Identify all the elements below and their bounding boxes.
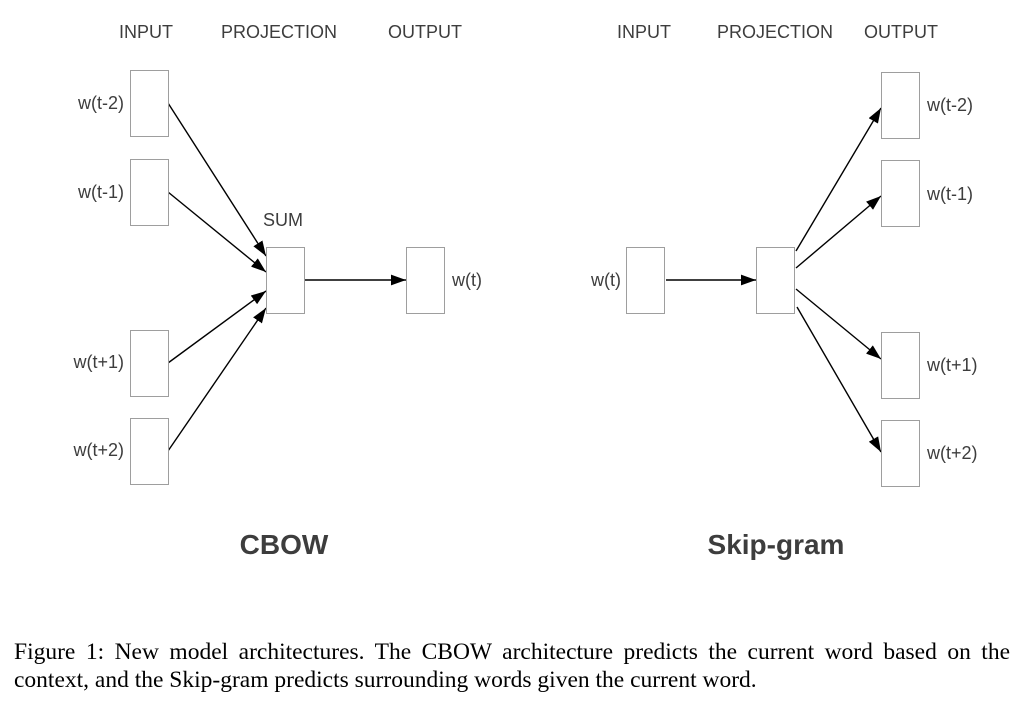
cbow-input-label-wt-1: w(t-1) [78, 182, 124, 202]
cbow-input-box-wt-1 [130, 159, 169, 226]
cbow-projection-box [266, 247, 305, 314]
skipgram-output-box-wt-1 [881, 160, 920, 227]
figure-caption: Figure 1: New model architectures. The C… [14, 638, 1010, 694]
cbow-header-input: INPUT [119, 22, 173, 42]
cbow-header-output: OUTPUT [388, 22, 462, 42]
skipgram-output-label-wt+1: w(t+1) [927, 355, 978, 375]
skipgram-input-box-wt [626, 247, 665, 314]
cbow-output-label-wt: w(t) [452, 270, 482, 290]
cbow-input-box-wt+2 [130, 418, 169, 485]
skipgram-output-box-wt+1 [881, 332, 920, 399]
cbow-header-projection: PROJECTION [220, 22, 338, 42]
skipgram-header-output: OUTPUT [864, 22, 938, 42]
cbow-input-label-wt+1: w(t+1) [73, 352, 124, 372]
skipgram-output-box-wt-2 [881, 72, 920, 139]
arrow-skip-projection-to-wt+2 [796, 306, 882, 453]
cbow-sum-label: SUM [263, 210, 303, 230]
cbow-input-box-wt+1 [130, 330, 169, 397]
skipgram-input-label-wt: w(t) [591, 270, 621, 290]
skipgram-output-label-wt-1: w(t-1) [927, 184, 973, 204]
arrow-skip-projection-to-wt-2 [795, 107, 882, 252]
skipgram-output-label-wt+2: w(t+2) [927, 443, 978, 463]
figure-caption-line2: context, and the Skip-gram predicts surr… [14, 667, 757, 693]
arrow-cbow-wt-2-to-projection [167, 102, 267, 257]
skipgram-header-projection: PROJECTION [716, 22, 834, 42]
arrow-cbow-wt-1-to-projection [167, 191, 267, 273]
arrow-cbow-wt+2-to-projection [167, 307, 267, 452]
figure-caption-line1: Figure 1: New model architectures. The C… [14, 639, 1010, 665]
skipgram-output-label-wt-2: w(t-2) [927, 95, 973, 115]
skipgram-title: Skip-gram [707, 529, 845, 560]
cbow-input-label-wt+2: w(t+2) [73, 440, 124, 460]
arrow-cbow-wt+1-to-projection [167, 290, 267, 364]
cbow-input-label-wt-2: w(t-2) [78, 93, 124, 113]
arrow-skip-projection-to-wt+1 [795, 288, 882, 360]
cbow-input-box-wt-2 [130, 70, 169, 137]
cbow-title: CBOW [239, 529, 329, 560]
skipgram-output-box-wt+2 [881, 420, 920, 487]
cbow-output-box [406, 247, 445, 314]
arrow-skip-projection-to-wt-1 [795, 195, 882, 269]
skipgram-projection-box [756, 247, 795, 314]
skipgram-header-input: INPUT [617, 22, 671, 42]
